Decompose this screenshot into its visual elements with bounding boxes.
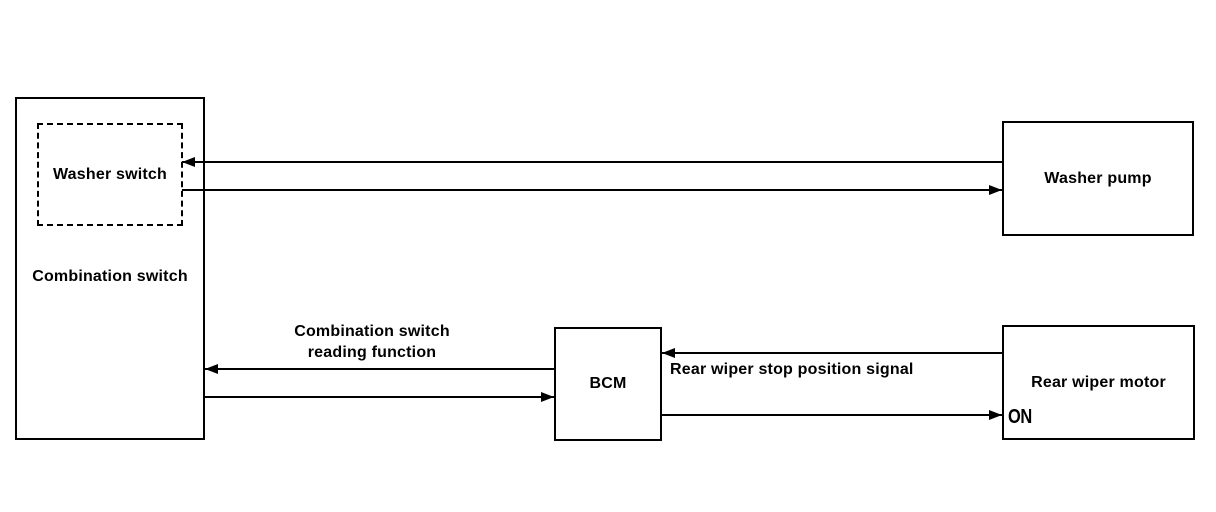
rear-wiper-motor-box: Rear wiper motor ON (1002, 325, 1195, 440)
bcm-label: BCM (589, 375, 627, 392)
rear-wiper-stop-signal-wire-label: Rear wiper stop position signal (670, 361, 914, 378)
arrowhead-into-bcm-left-icon (541, 392, 554, 402)
wire-bcm-to-combination-switch (205, 368, 554, 370)
wire-washer-pump-to-washer-switch (182, 161, 1002, 163)
wire-combination-switch-to-bcm (205, 396, 554, 398)
arrowhead-into-washer-switch-icon (182, 157, 195, 167)
arrowhead-into-combination-switch-icon (205, 364, 218, 374)
arrowhead-into-washer-pump-icon (989, 185, 1002, 195)
washer-switch-label: Washer switch (52, 165, 168, 183)
rear-wiper-motor-on-state-label: ON (1008, 406, 1032, 428)
wire-bcm-to-rear-wiper-motor (662, 414, 1002, 416)
wire-rear-wiper-motor-to-bcm (662, 352, 1002, 354)
washer-pump-box: Washer pump (1002, 121, 1194, 236)
reading-function-wire-label-line1: Combination switch (294, 323, 450, 340)
arrowhead-into-bcm-right-icon (662, 348, 675, 358)
washer-switch-box: Washer switch (37, 123, 183, 226)
reading-function-wire-label: Combination switch reading function (272, 321, 472, 363)
washer-pump-label: Washer pump (1044, 169, 1152, 187)
bcm-box: BCM (554, 327, 662, 441)
wire-washer-switch-to-washer-pump (182, 189, 1002, 191)
combination-switch-label: Combination switch (32, 268, 188, 285)
rear-wiper-motor-label: Rear wiper motor (1031, 373, 1166, 391)
arrowhead-into-rear-wiper-motor-icon (989, 410, 1002, 420)
reading-function-wire-label-line2: reading function (307, 344, 437, 361)
